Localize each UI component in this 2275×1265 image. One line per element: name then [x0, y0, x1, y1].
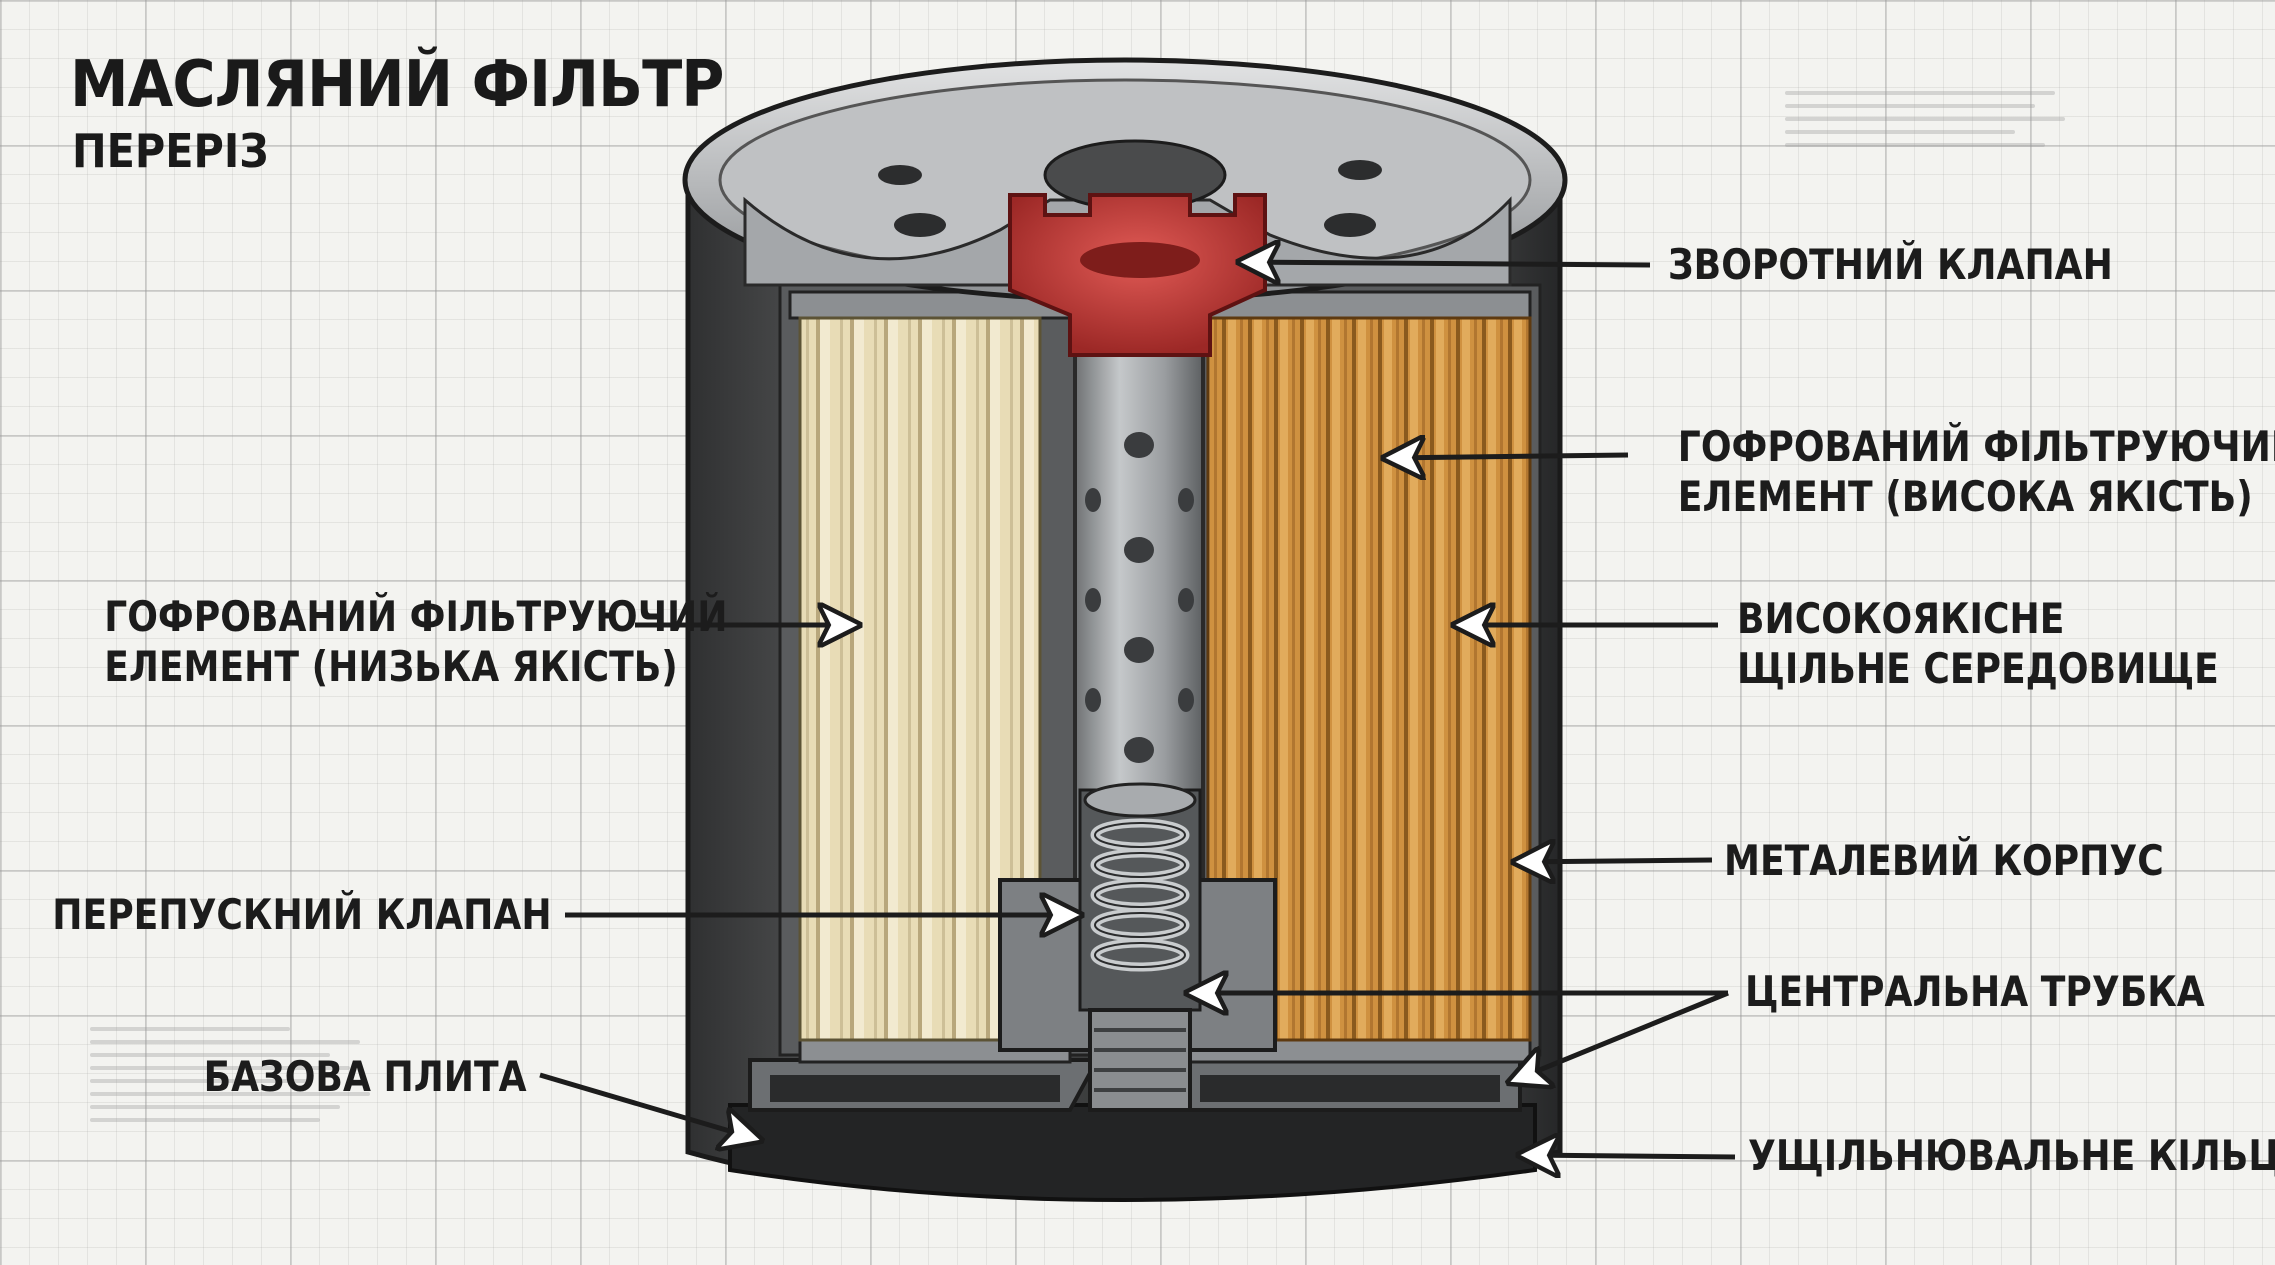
callout-arrows: [539, 262, 1736, 1157]
background-notes-top-right: [1785, 82, 2085, 156]
label-base-plate: БАЗОВА ПЛИТА: [204, 1052, 527, 1101]
outlet-threads: [1094, 1028, 1186, 1092]
label-bypass-valve: ПЕРЕПУСКНИЙ КЛАПАН: [52, 890, 552, 939]
label-pleated-element-high: ГОФРОВАНИЙ ФІЛЬТРУЮЧИЙ ЕЛЕМЕНТ (ВИСОКА Я…: [1677, 422, 2275, 521]
label-pleated-element-low: ГОФРОВАНИЙ ФІЛЬТРУЮЧИЙ ЕЛЕМЕНТ (НИЗЬКА Я…: [104, 592, 728, 691]
arrow-pleated-high: [1385, 455, 1629, 458]
arrow-base-plate: [539, 1072, 760, 1140]
arrow-gasket: [1520, 1155, 1736, 1157]
arrow-check-valve: [1240, 262, 1651, 265]
gasket-ring: [728, 1103, 1537, 1202]
background-notes-bottom-left: [90, 1018, 390, 1131]
top-plate-holes: [878, 160, 1382, 237]
threaded-outlet: [1088, 1008, 1192, 1112]
bypass-valve-cap: [1083, 782, 1197, 818]
arrow-center-tube-b: [1510, 990, 1729, 1082]
base-plate-channel-left: [770, 1075, 1060, 1102]
label-gasket: УЩІЛЬНЮВАЛЬНЕ КІЛЬЦЕ: [1748, 1131, 2275, 1180]
arrow-metal-housing: [1515, 860, 1713, 862]
label-dense-media: ВИСОКОЯКІСНЕ ЩІЛЬНЕ СЕРЕДОВИЩЕ: [1737, 594, 2219, 693]
center-tube-holes: [1085, 432, 1194, 763]
page-subtitle: ПЕРЕРІЗ: [72, 124, 269, 178]
base-plate-channel-right: [1200, 1075, 1500, 1102]
label-center-tube: ЦЕНТРАЛЬНА ТРУБКА: [1745, 967, 2205, 1016]
bypass-spring-shadow: [1094, 822, 1186, 968]
page-title: МАСЛЯНИЙ ФІЛЬТР: [70, 48, 724, 122]
label-metal-housing: МЕТАЛЕВИЙ КОРПУС: [1724, 836, 2164, 885]
check-valve-bore: [1080, 242, 1200, 278]
label-check-valve: ЗВОРОТНИЙ КЛАПАН: [1668, 240, 2113, 289]
